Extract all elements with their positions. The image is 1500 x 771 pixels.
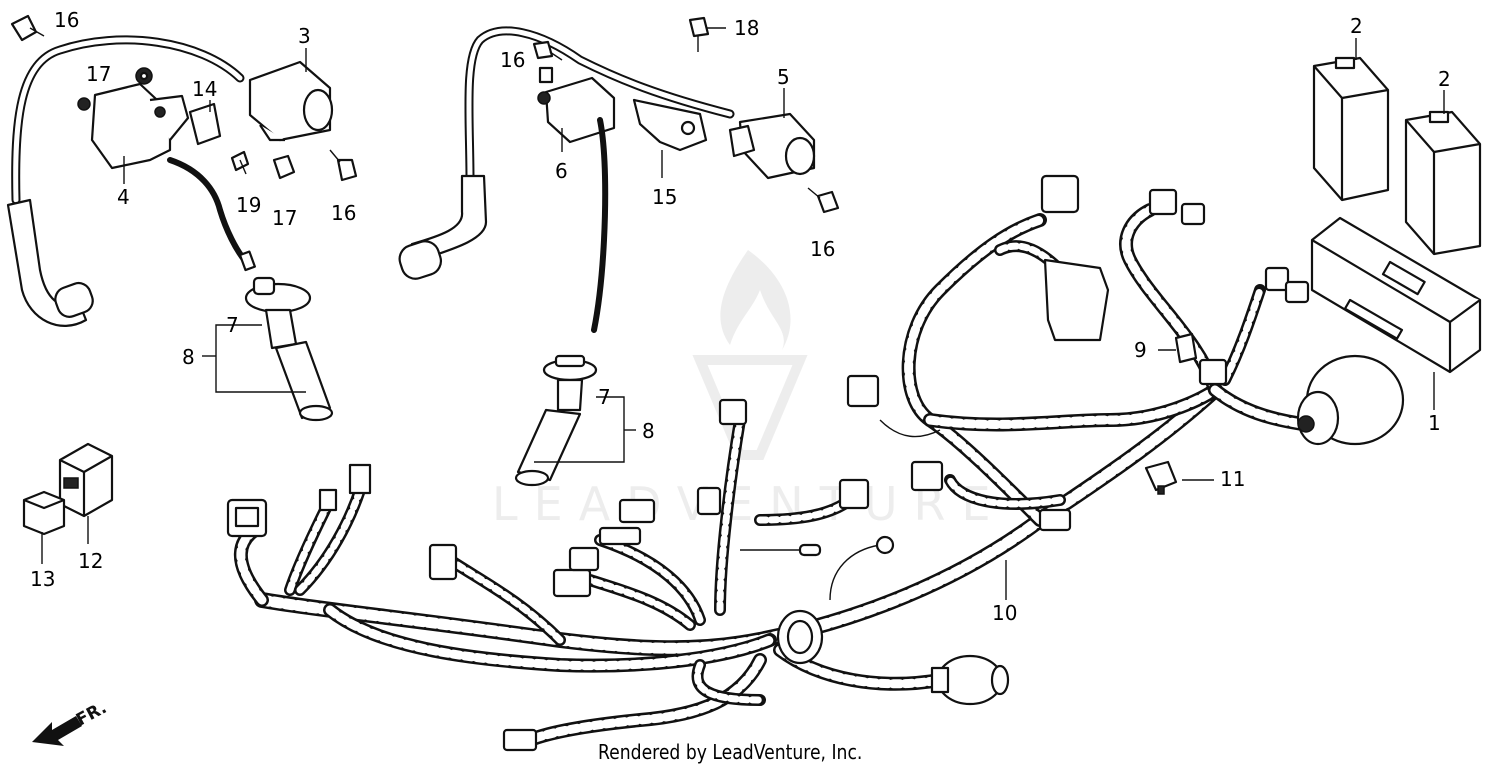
callout-16: 16	[54, 8, 79, 32]
part-9-connector	[1174, 332, 1198, 364]
callout-19: 19	[236, 193, 261, 217]
callout-8: 8	[182, 345, 195, 369]
callout-4: 4	[117, 185, 130, 209]
main-wire-harness	[226, 174, 1317, 752]
front-direction-arrow: FR.	[32, 698, 110, 746]
part-15-bracket	[632, 98, 708, 152]
part-1-control-unit-case	[1310, 216, 1482, 374]
part-14-bracket	[188, 102, 222, 146]
part-5-ignition-coil-right	[398, 26, 816, 280]
part-12-relay	[58, 442, 114, 518]
leadventure-watermark: LEADVENTURE	[492, 250, 1007, 531]
callout-10: 10	[992, 601, 1017, 625]
part-3-ignition-coil-left	[6, 35, 334, 327]
callout-5: 5	[777, 65, 790, 89]
callout-7: 7	[598, 385, 611, 409]
render-credit: Rendered by LeadVenture, Inc.	[598, 740, 863, 764]
callout-17: 17	[86, 62, 111, 86]
callout-2: 2	[1438, 67, 1451, 91]
callout-7: 7	[226, 313, 239, 337]
part-4-ignition-coil-body	[77, 82, 256, 272]
callout-16: 16	[331, 201, 356, 225]
callout-9: 9	[1134, 338, 1147, 362]
callout-1: 1	[1428, 411, 1441, 435]
starter-relay	[1296, 354, 1405, 446]
part-13-relay	[22, 490, 66, 536]
callout-2: 2	[1350, 14, 1363, 38]
callout-leader-lines	[41, 27, 1445, 600]
watermark-text: LEADVENTURE	[492, 477, 1007, 531]
part-7-8-plug-cap-right	[514, 354, 598, 487]
callout-16: 16	[810, 237, 835, 261]
callout-6: 6	[555, 159, 568, 183]
callout-numbers: 1 2 2 3 4 5 6 7 7 8 8 9 10 11 12 13 14 1…	[30, 8, 1451, 625]
callout-17: 17	[272, 206, 297, 230]
callout-13: 13	[30, 567, 55, 591]
part-11-connector	[1144, 460, 1178, 495]
callout-14: 14	[192, 77, 217, 101]
callout-15: 15	[652, 185, 677, 209]
part-6-ignition-coil-body	[537, 66, 616, 333]
fastener-bolts	[10, 14, 840, 214]
callout-16: 16	[500, 48, 525, 72]
part-2-module-a	[1312, 56, 1390, 202]
part-7-8-plug-cap-left	[244, 276, 334, 422]
callout-18: 18	[734, 16, 759, 40]
callout-8: 8	[642, 419, 655, 443]
callout-11: 11	[1220, 467, 1245, 491]
part-2-module-b	[1404, 110, 1482, 256]
callout-3: 3	[298, 24, 311, 48]
callout-12: 12	[78, 549, 103, 573]
